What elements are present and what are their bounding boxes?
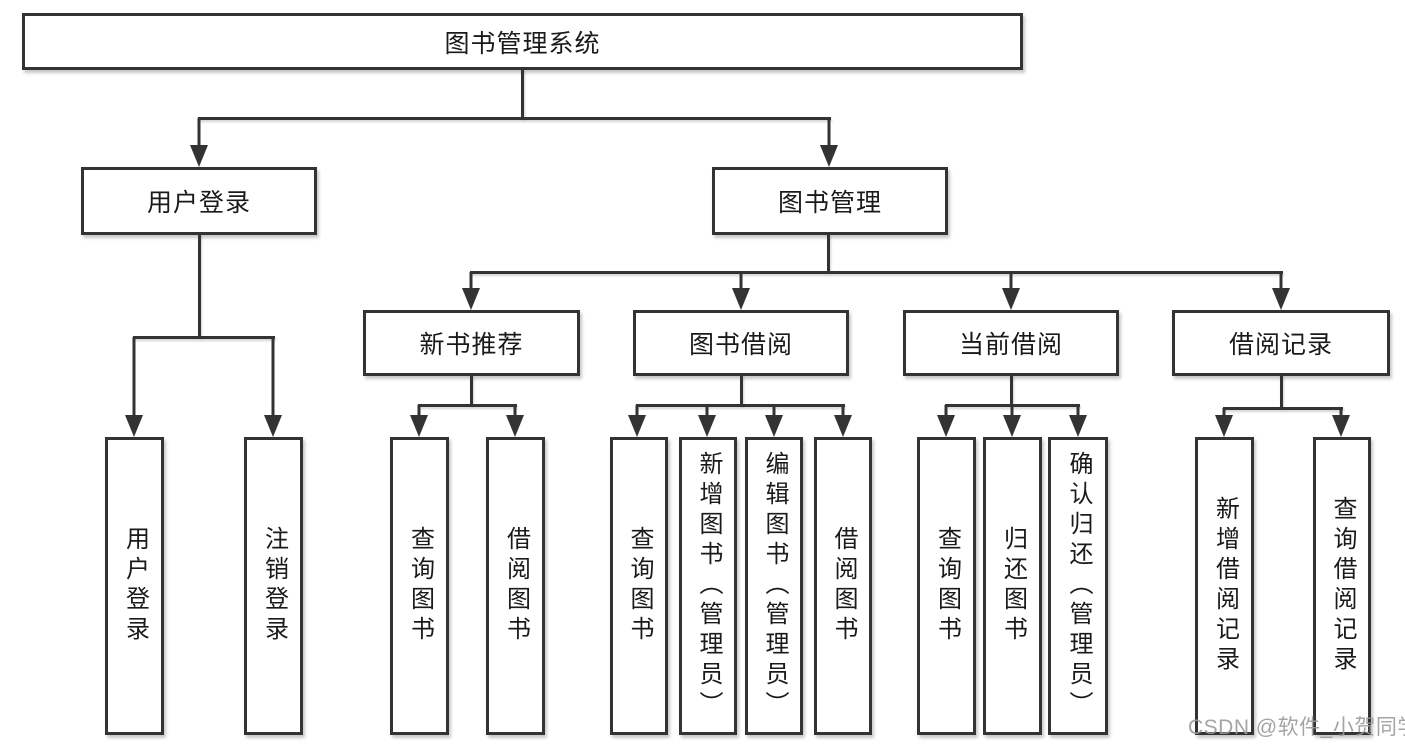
arrow-down-leaf [765, 405, 783, 437]
arrow-down-leaf [1003, 405, 1021, 437]
connector-rail-new-book-recommend [418, 404, 517, 407]
arrow-down-leaf [698, 405, 716, 437]
arrow-down-leaf [410, 405, 428, 437]
connector-stub-root [521, 69, 524, 119]
node-current-borrowing: 当前借阅 [903, 310, 1119, 376]
node-label: 图书管理 [777, 189, 882, 217]
node-book-management: 图书管理 [712, 167, 948, 235]
node-label: 借阅记录 [1228, 331, 1333, 359]
node-label: 用户登录 [146, 189, 251, 217]
node-new-book-recommend: 新书推荐 [363, 310, 580, 376]
node-label: 查询借阅记录 [1329, 496, 1356, 676]
node-label: 确认归还（管理员） [1065, 451, 1092, 721]
node-label: 查询图书 [626, 526, 653, 646]
connector-stub-user-login [198, 235, 201, 338]
node-label: 当前借阅 [958, 331, 1063, 359]
leaf-borrow-books: 借阅图书 [814, 437, 872, 735]
node-label: 新增图书（管理员） [695, 451, 722, 721]
leaf-logout: 注销登录 [244, 437, 303, 735]
node-label: 借阅图书 [830, 526, 857, 646]
arrow-down-to-book-borrowing [732, 272, 750, 310]
node-book-borrowing: 图书借阅 [633, 310, 849, 376]
leaf-add-books-admin: 新增图书（管理员） [679, 437, 737, 735]
node-borrowing-records: 借阅记录 [1172, 310, 1390, 376]
arrow-down-leaf [1215, 408, 1233, 437]
node-label: 查询图书 [406, 526, 434, 646]
arrow-down-to-borrowing-records [1272, 272, 1290, 310]
arrow-down-leaf [1332, 408, 1350, 437]
leaf-query-books-recommend: 查询图书 [390, 437, 449, 735]
leaf-add-borrow-record: 新增借阅记录 [1195, 437, 1254, 735]
node-label: 注销登录 [260, 526, 288, 646]
connector-stub-book-borrowing [740, 376, 743, 406]
arrow-down-to-leaf-user-login [125, 337, 143, 437]
leaf-edit-books-admin: 编辑图书（管理员） [745, 437, 803, 735]
connector-stub-borrowing-records [1280, 376, 1283, 409]
connector-stub-current-borrowing [1010, 376, 1013, 406]
node-label: 编辑图书（管理员） [761, 451, 788, 721]
connector-stub-new-book-recommend [470, 376, 473, 406]
arrow-down-to-new-book-recommend [462, 272, 480, 310]
leaf-query-books-borrowing: 查询图书 [610, 437, 668, 735]
node-label: 新书推荐 [419, 331, 524, 359]
node-label: 用户登录 [121, 526, 149, 646]
node-user-login: 用户登录 [81, 167, 317, 235]
node-label: 新增借阅记录 [1211, 496, 1239, 676]
arrow-down-leaf [1069, 405, 1087, 437]
arrow-down-leaf [937, 405, 955, 437]
connector-rail-book-borrowing [636, 404, 845, 407]
connector-rail-borrowing-records [1223, 407, 1343, 410]
arrow-down-to-leaf-logout [264, 337, 282, 437]
node-root-library-management-system: 图书管理系统 [22, 13, 1023, 70]
csdn-watermark: CSDN @软件_小贺同学 [1188, 716, 1405, 739]
arrow-down-leaf [506, 405, 524, 437]
node-label: 归还图书 [999, 526, 1027, 646]
connector-rail-book-management [470, 271, 1283, 274]
node-label: 图书管理系统 [444, 29, 601, 58]
node-label: 查询图书 [933, 526, 961, 646]
arrow-down-leaf [834, 405, 852, 437]
arrow-down-leaf [628, 405, 646, 437]
connector-rail-root [198, 117, 831, 120]
connector-stub-book-management [827, 235, 830, 273]
leaf-borrow-books-recommend: 借阅图书 [486, 437, 545, 735]
arrow-down-to-book-management [820, 118, 838, 167]
leaf-query-books-current: 查询图书 [917, 437, 976, 735]
leaf-confirm-return-admin: 确认归还（管理员） [1048, 437, 1108, 735]
leaf-user-login: 用户登录 [105, 437, 164, 735]
leaf-query-borrow-record: 查询借阅记录 [1313, 437, 1371, 735]
arrow-down-to-user-login [190, 118, 208, 167]
node-label: 图书借阅 [688, 331, 793, 359]
leaf-return-books: 归还图书 [983, 437, 1042, 735]
node-label: 借阅图书 [502, 526, 530, 646]
connector-rail-user-login [133, 336, 275, 339]
arrow-down-to-current-borrowing [1002, 272, 1020, 310]
